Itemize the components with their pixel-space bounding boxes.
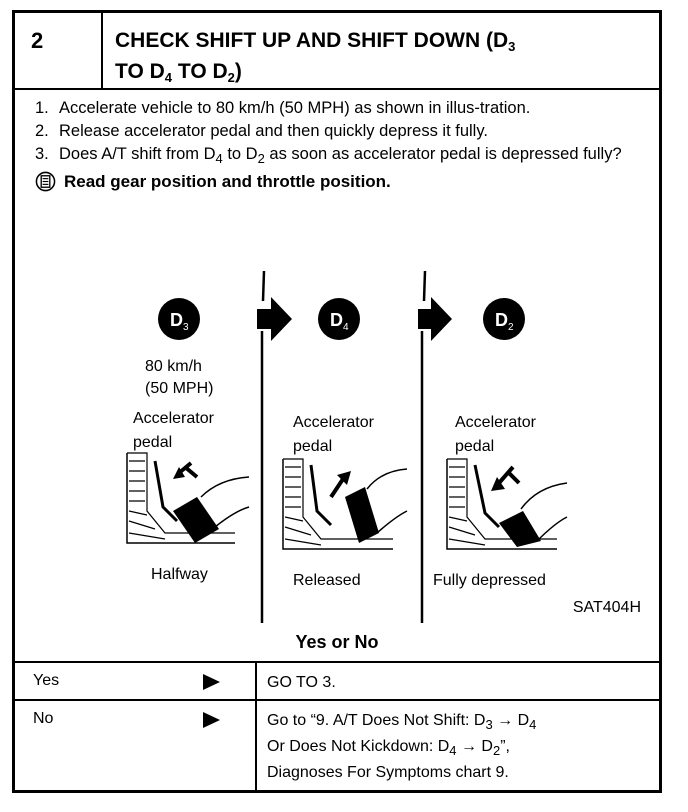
- yes-result: GO TO 3.: [267, 674, 336, 691]
- svg-text:Accelerator: Accelerator: [293, 414, 375, 431]
- no-result: Go to “9. A/T Does Not Shift: D3 → D4 Or…: [267, 712, 537, 781]
- gear-d2-icon: D 2: [483, 298, 525, 340]
- figure-id: SAT404H: [572, 599, 641, 616]
- svg-text:pedal: pedal: [133, 434, 172, 451]
- svg-text:Halfway: Halfway: [151, 566, 208, 583]
- yes-row: Yes GO TO 3.: [15, 663, 659, 701]
- step-item: 2. Release accelerator pedal and then qu…: [35, 122, 488, 140]
- svg-text:2: 2: [508, 322, 514, 333]
- step-item: 1. Accelerate vehicle to 80 km/h (50 MPH…: [35, 99, 531, 117]
- svg-text:Accelerator: Accelerator: [455, 414, 537, 431]
- arrow-right-icon: [203, 712, 220, 728]
- diagnostic-card: 2 CHECK SHIFT UP AND SHIFT DOWN (D3 TO D…: [12, 10, 662, 793]
- svg-text:pedal: pedal: [293, 438, 332, 455]
- step-item: 3. Does A/T shift from D4 to D2 as soon …: [35, 145, 622, 166]
- pedal-fully-depressed-drawing: [446, 458, 568, 550]
- yes-label: Yes: [33, 672, 60, 689]
- pedal-released-drawing: [282, 458, 408, 550]
- data-monitor-note: Read gear position and throttle position…: [35, 170, 655, 193]
- separator-line: [260, 271, 266, 623]
- gear-d4-icon: D 4: [318, 298, 360, 340]
- card-header: 2 CHECK SHIFT UP AND SHIFT DOWN (D3 TO D…: [15, 13, 659, 90]
- arrow-right-icon: [257, 297, 292, 341]
- procedure-steps: 1. Accelerate vehicle to 80 km/h (50 MPH…: [35, 97, 655, 193]
- step-number: 2: [15, 13, 103, 88]
- no-row: No Go to “9. A/T Does Not Shift: D3 → D4…: [15, 701, 659, 793]
- svg-text:Accelerator: Accelerator: [133, 410, 215, 427]
- column-divider: [255, 701, 257, 793]
- arrow-right-icon: [418, 297, 452, 341]
- svg-text:3: 3: [183, 322, 189, 333]
- column-divider: [255, 663, 257, 699]
- yes-no-title: Yes or No: [295, 632, 379, 652]
- svg-text:Fully depressed: Fully depressed: [433, 572, 546, 589]
- no-label: No: [33, 710, 54, 727]
- yes-no-table: Yes GO TO 3. No Go to “9. A/T Does Not S…: [15, 661, 659, 793]
- svg-text:D: D: [330, 310, 343, 330]
- svg-text:pedal: pedal: [455, 438, 494, 455]
- arrow-right-icon: [203, 674, 220, 690]
- pedal-halfway-drawing: [126, 452, 250, 544]
- svg-text:Released: Released: [293, 572, 361, 589]
- svg-text:80 km/h: 80 km/h: [145, 358, 202, 375]
- svg-text:(50 MPH): (50 MPH): [145, 380, 213, 397]
- svg-text:D: D: [495, 310, 508, 330]
- svg-text:D: D: [170, 310, 183, 330]
- card-title: CHECK SHIFT UP AND SHIFT DOWN (D3 TO D4 …: [115, 29, 516, 85]
- shift-illustration: D 3 D 4 D 2 80 km/h (50 MPH) Accelerator…: [126, 271, 568, 623]
- gear-d3-icon: D 3: [158, 298, 200, 340]
- data-monitor-icon: [35, 171, 56, 192]
- separator-line: [420, 271, 427, 623]
- svg-text:4: 4: [343, 322, 349, 333]
